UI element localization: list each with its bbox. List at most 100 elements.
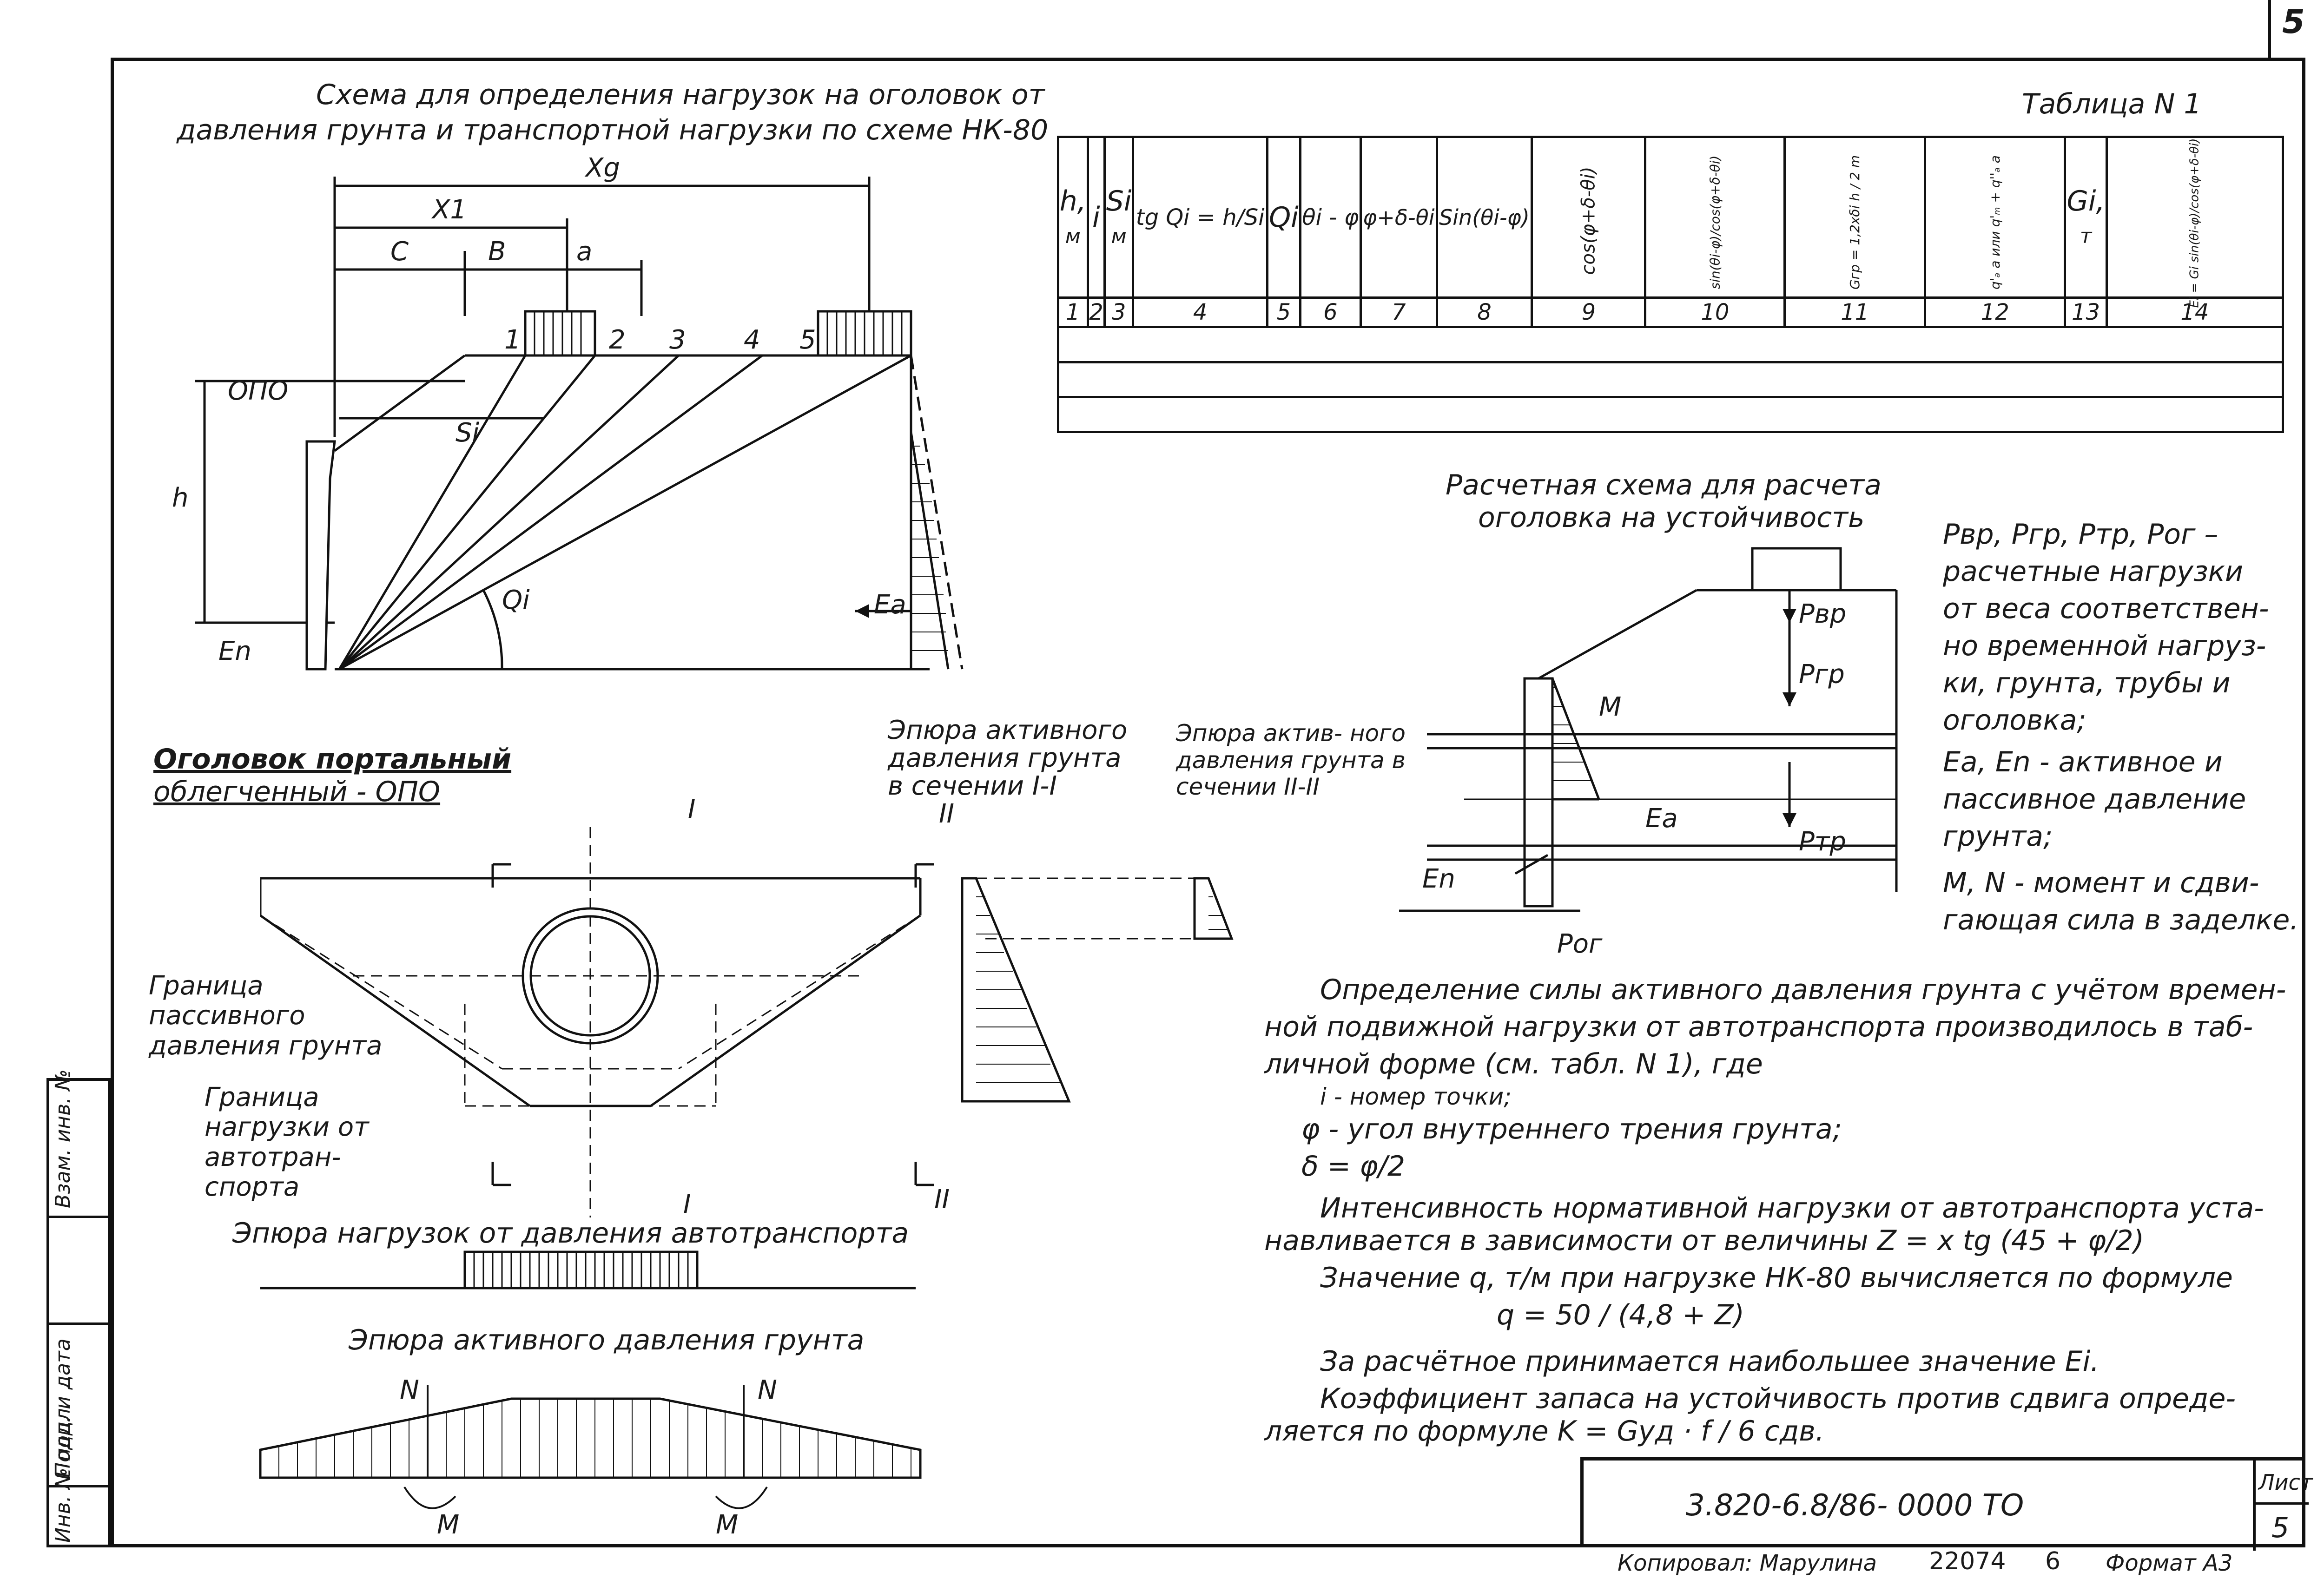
scheme-title-line1: Схема для определения нагрузок на оголов…	[316, 79, 1045, 111]
stamp-sheet-divider	[2253, 1502, 2309, 1505]
text-p3: φ - угол внутреннего трения грунта;	[1301, 1113, 1842, 1145]
table-num: 8	[1435, 296, 1533, 329]
legend-line-1: Pвр, Pгр, Pтр, Pог –	[1943, 518, 2218, 551]
legend-line-8: пассивное давление	[1943, 783, 2246, 816]
stability-title-line2: оголовка на устойчивость	[1478, 501, 1865, 534]
table-header-11: Gгр = 1,2xδi h / 2 m	[1783, 135, 1927, 299]
table-empty-cell	[1057, 395, 2284, 434]
table-num: 10	[1644, 296, 1786, 329]
point-3: 3	[669, 325, 686, 355]
legend-line-6: оголовка;	[1943, 704, 2086, 737]
text-p1c: личной форме (см. табл. N 1), где	[1264, 1048, 1763, 1080]
table-num: 2	[1086, 296, 1106, 329]
legend-line-2: расчетные нагрузки	[1943, 555, 2243, 588]
epure-section-2: Эпюра актив- ного давления грунта в сече…	[1176, 720, 1406, 800]
text-p7: За расчётное принимается наибольшее знач…	[1320, 1345, 2100, 1378]
plan-title-line2: облегченный - ОПО	[153, 776, 441, 808]
side-stamp-vzam-inv: Взам. инв. №	[51, 1069, 75, 1208]
stamp-sheet-value: 5	[2271, 1512, 2290, 1544]
force-pbp: Pвр	[1799, 599, 1847, 629]
table-empty-cell	[1057, 361, 2284, 397]
text-p6: Значение q, т/м при нагрузке НК-80 вычис…	[1320, 1262, 2233, 1294]
force-ptp: Pтр	[1799, 827, 1846, 857]
stamp-divider	[2253, 1461, 2256, 1551]
dim-c: C	[390, 237, 409, 267]
table-header-9: cos(φ+δ-θi)	[1531, 135, 1647, 299]
table-title: Таблица N 1	[2022, 88, 2202, 120]
dim-h: h	[172, 483, 189, 513]
force-ea: Ea	[874, 590, 906, 620]
legend-line-4: но временной нагруз-	[1943, 630, 2266, 662]
table-header-13: Gi,т	[2064, 135, 2108, 299]
load-scheme-drawing	[195, 177, 964, 671]
force-n-right: N	[758, 1375, 777, 1405]
legend-line-10: M, N - момент и сдви-	[1943, 867, 2259, 899]
scheme-title-line2: давления грунта и транспортной нагрузки …	[177, 114, 1049, 146]
moment-m-right: M	[716, 1510, 739, 1540]
epure-transport-title: Эпюра нагрузок от давления автотранспорт…	[232, 1217, 909, 1250]
point-4: 4	[744, 325, 760, 355]
footer-copied: Копировал: Марулина	[1618, 1550, 1877, 1576]
text-p8a: Коэффициент запаса на устойчивость проти…	[1320, 1382, 2236, 1415]
table-header-5: Qi	[1266, 135, 1301, 299]
stability-scheme-drawing	[1399, 547, 1898, 912]
section-II-bottom: II	[934, 1184, 950, 1215]
moment-m-left: M	[437, 1510, 460, 1540]
legend-line-3: от веса соответствен-	[1943, 592, 2269, 625]
table-num: 5	[1266, 296, 1301, 329]
boundary-load: Граница нагрузки от автотран- спорта	[205, 1082, 369, 1203]
text-p4: δ = φ/2	[1301, 1150, 1406, 1183]
section-II-top: II	[939, 799, 955, 829]
epure-active-drawing	[259, 1385, 922, 1509]
table-empty-cell	[1057, 326, 2284, 362]
legend-line-9: грунта;	[1943, 820, 2053, 853]
table-header-6: θi - φ	[1299, 135, 1362, 299]
text-p1b: ной подвижной нагрузки от автотранспорта…	[1264, 1011, 2253, 1043]
side-stamp-inv-podl: Инв. № подл.	[51, 1401, 75, 1543]
plan-title-line1: Оголовок портальный	[153, 743, 512, 776]
point-2: 2	[609, 325, 626, 355]
dim-x1: X1	[432, 195, 467, 225]
epure-section1-line2: давления грунта	[888, 743, 1122, 773]
sheet-number-top: 5	[2282, 3, 2305, 41]
text-p2: i - номер точки;	[1320, 1083, 1512, 1110]
table-num: 12	[1924, 296, 2067, 329]
text-formula-q: q = 50 / (4,8 + Z)	[1497, 1299, 1744, 1331]
moment-m: M	[1599, 692, 1622, 722]
table-num: 14	[2105, 296, 2284, 329]
text-p1a: Определение силы активного давления грун…	[1320, 974, 2286, 1006]
footer-format: Формат А3	[2106, 1550, 2233, 1576]
force-n-left: N	[400, 1375, 419, 1405]
section-I-top: I	[688, 794, 696, 824]
side-stamp-divider-3	[49, 1485, 113, 1487]
dim-b: B	[488, 237, 506, 267]
force-en-2: En	[1422, 864, 1455, 894]
table-header-7: φ+δ-θi	[1360, 135, 1438, 299]
table-header-1: h,м	[1057, 135, 1089, 299]
force-pgr: Pгр	[1799, 659, 1845, 690]
sheet-number-divider	[2268, 0, 2271, 58]
point-5: 5	[799, 325, 816, 355]
side-stamp	[46, 1078, 113, 1547]
label-opo: ОПО	[228, 376, 289, 406]
dim-xg: Xg	[586, 153, 620, 183]
table-header-8: Sin(θi-φ)	[1435, 135, 1533, 299]
side-stamp-divider-2	[49, 1322, 113, 1325]
boundary-passive: Граница пассивного давления грунта	[149, 971, 383, 1061]
table-header-12: q'ₐ a или q'ₘ + q''ₐ a	[1924, 135, 2067, 299]
legend-line-7: Ea, En - активное и	[1943, 746, 2223, 778]
epure-active-title: Эпюра активного давления грунта	[349, 1324, 865, 1356]
footer-order: 22074	[1929, 1547, 2006, 1575]
table-num: 11	[1783, 296, 1927, 329]
table-header-14: Ei = Gi sin(θi-φ)/cos(φ+δ-θi)	[2105, 135, 2284, 308]
point-1: 1	[504, 325, 521, 355]
force-en: En	[218, 636, 251, 666]
table-num: 1	[1057, 296, 1089, 329]
epure-transport-drawing	[260, 1250, 916, 1290]
stability-title-line1: Расчетная схема для расчета	[1446, 469, 1882, 501]
text-p5b: навливается в зависимости от величины Z …	[1264, 1224, 2145, 1257]
table-num: 7	[1360, 296, 1438, 329]
table-header-4: tg Qi = h/Si	[1132, 135, 1269, 299]
side-stamp-divider-1	[49, 1216, 113, 1218]
angle-qi: Qi	[502, 585, 530, 615]
